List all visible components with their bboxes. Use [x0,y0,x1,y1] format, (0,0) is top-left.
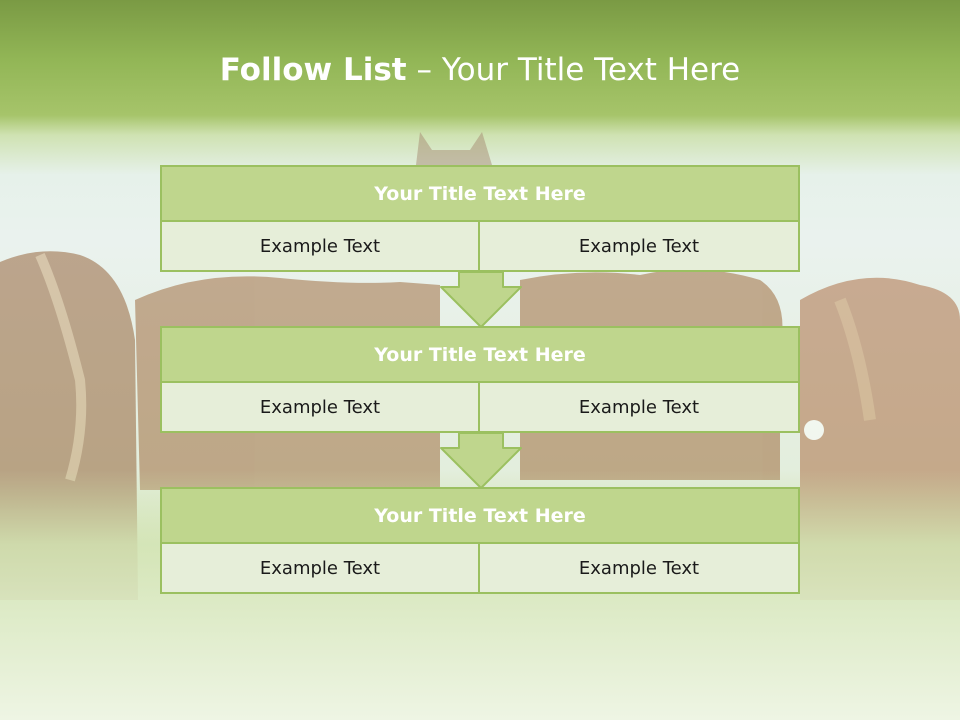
block-cell-left: Example Text [160,544,480,594]
slide-title-rest: – Your Title Text Here [406,52,741,88]
block-cell-right: Example Text [480,222,800,272]
block-title: Your Title Text Here [160,165,800,222]
down-arrow-icon [440,432,522,489]
slide-title-bold: Follow List [219,52,407,88]
block-cell-left: Example Text [160,222,480,272]
block-cell-right: Example Text [480,544,800,594]
down-arrow-icon [440,271,522,328]
slide-title: Follow List – Your Title Text Here [0,52,960,88]
block-cell-left: Example Text [160,383,480,433]
block-cell-right: Example Text [480,383,800,433]
block-title: Your Title Text Here [160,326,800,383]
block-title: Your Title Text Here [160,487,800,544]
